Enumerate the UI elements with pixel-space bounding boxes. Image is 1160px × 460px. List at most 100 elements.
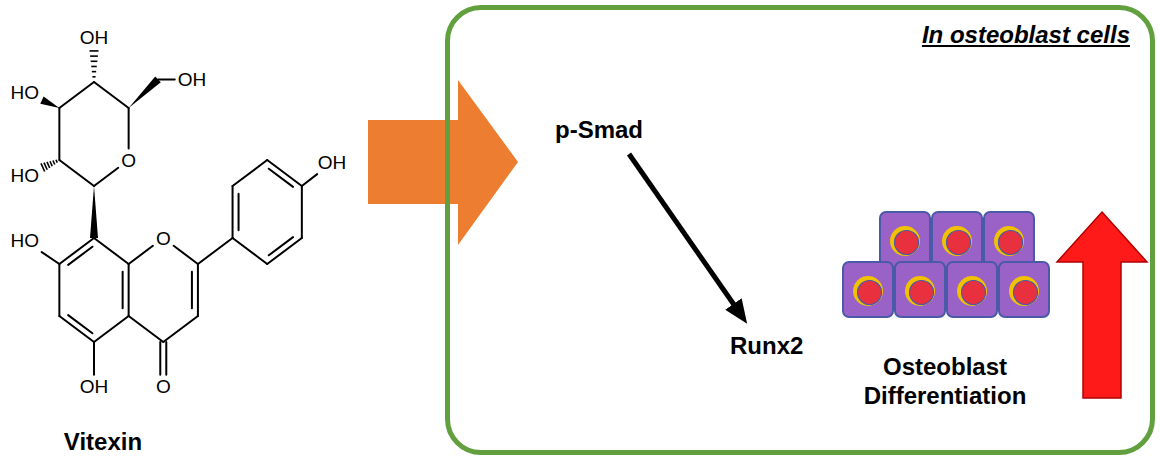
double-bond-inner [269,237,293,255]
nucleus [947,231,971,255]
double-bond-inner [68,315,92,333]
region-title: In osteoblast cells [922,20,1130,50]
nucleus [999,231,1023,255]
double-bond [197,264,199,316]
double-bond [267,238,302,264]
hash-bond [41,163,45,171]
cell [947,262,997,317]
single-bond [94,238,129,264]
node-text: Runx2 [730,332,803,360]
cell-body [932,212,982,267]
cell-region: In osteoblast cells p-SmadRunx2 [445,5,1155,455]
pathway-arrow [629,154,740,314]
single-bond [233,238,268,264]
double-bond-inner [191,272,193,308]
single-bond [59,160,94,186]
single-bond [198,238,233,264]
signal-label: p-Smad [549,112,649,148]
nucleus-ring [957,276,987,306]
atom-label: HO [10,83,39,102]
single-bond [158,78,175,80]
atom-label: HO [10,231,39,250]
outcome-label: Osteoblast Differentiation [850,352,1040,410]
single-bond [174,246,198,264]
cell [880,212,930,267]
nucleus-ring [1009,276,1039,306]
hash-bond [47,162,50,168]
cell [984,212,1034,267]
single-bond [94,316,129,342]
hash-bond [90,55,98,57]
single-bond [58,264,60,316]
double-bond [232,186,234,238]
orange-arrow [368,80,518,245]
atom-label: O [156,229,171,248]
single-bond [128,108,130,149]
single-bond [93,342,95,375]
single-bond [163,316,198,342]
cell [843,262,893,317]
node-text: p-Smad [555,116,643,144]
double-bond-inner [269,169,293,187]
double-bond [128,264,130,316]
nucleus [1014,281,1038,305]
atom-label: O [156,377,171,396]
cell-body [880,212,930,267]
single-bond [129,316,164,342]
double-bond [165,342,167,375]
atom-label: OH [80,28,109,47]
nucleus-ring [853,276,883,306]
cell-body [984,212,1034,267]
single-bond [58,108,60,160]
compound-name: Vitexin [64,430,142,454]
hash-bond [56,160,57,163]
double-bond [267,160,302,186]
double-bond-inner [238,194,240,230]
wedge-bond [129,77,161,108]
double-bond [59,238,94,264]
nucleus-ring [905,276,935,306]
double-bond [59,316,94,342]
hash-bond [90,50,99,52]
double-bond-inner [122,272,124,308]
hash-bond [92,76,95,78]
nucleus [962,281,986,305]
single-bond [94,168,118,186]
nucleus [910,281,934,305]
hash-bond [53,161,55,165]
gene-label: Runx2 [724,328,809,364]
cell-body [843,262,893,317]
single-bond [42,252,60,264]
hash-bond [50,161,52,166]
single-bond [302,174,317,186]
wedge-bond [40,97,59,108]
single-bond [233,160,268,186]
single-bond [59,82,94,108]
increase-arrow [1057,212,1147,398]
atom-label: HO [10,166,39,185]
nucleus-ring [890,226,920,256]
single-bond [94,82,129,108]
hash-bond [92,71,96,73]
nucleus [858,281,882,305]
cell [932,212,982,267]
nucleus [895,231,919,255]
single-bond [129,246,153,264]
cell [999,262,1049,317]
double-bond [159,342,161,375]
cell-body [999,262,1049,317]
osteoblast-cells [843,212,1049,317]
cell-body [947,262,997,317]
nucleus-ring [994,226,1024,256]
atom-label: O [121,151,136,170]
atom-label: OH [80,377,109,396]
hash-bond [91,66,97,68]
cell [895,262,945,317]
atom-label: OH [318,153,347,172]
single-bond [301,186,303,238]
nucleus-ring [942,226,972,256]
double-bond-inner [68,247,92,265]
atom-label: OH [178,70,207,89]
hash-bond [91,60,98,62]
cell-body [895,262,945,317]
